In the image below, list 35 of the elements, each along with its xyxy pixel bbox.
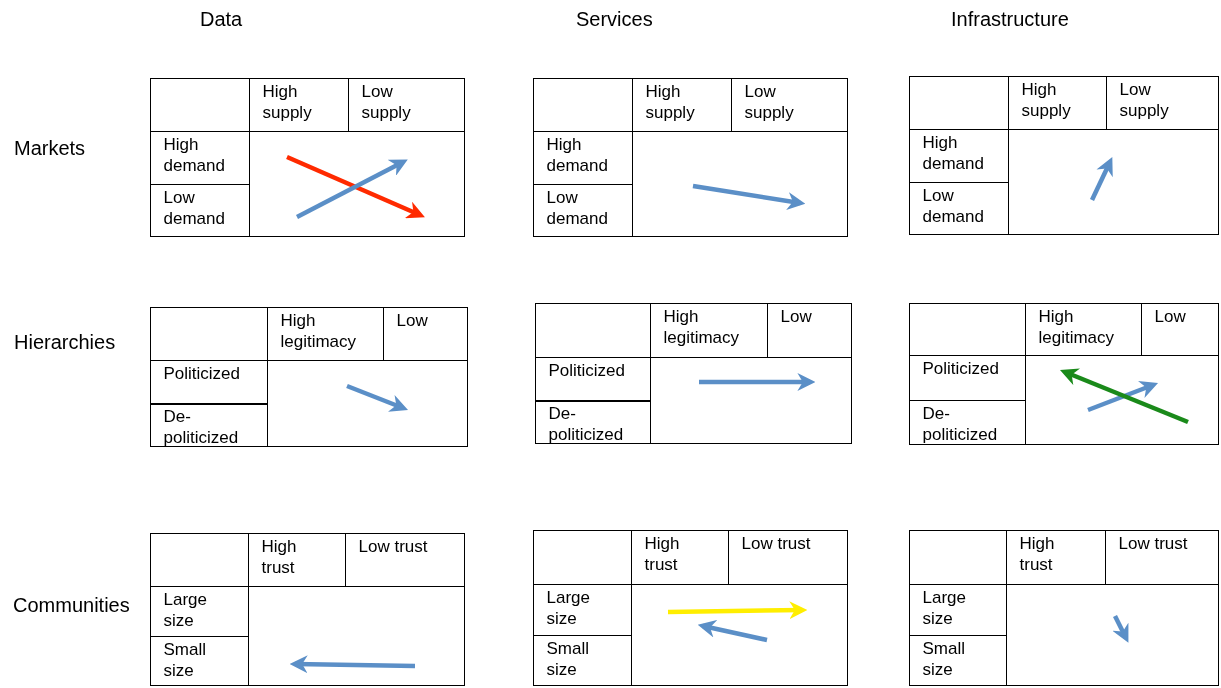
column-header: High trust bbox=[630, 529, 729, 585]
column-header: High legitimacy bbox=[266, 306, 384, 361]
row-header: Large size bbox=[908, 583, 1007, 636]
row-header: High demand bbox=[908, 128, 1009, 183]
column-header: High supply bbox=[1007, 75, 1107, 130]
matrix-table bbox=[909, 76, 1219, 235]
row-header: Large size bbox=[532, 583, 632, 636]
row-header: High demand bbox=[149, 130, 250, 185]
matrix-table bbox=[535, 303, 852, 444]
column-header: High trust bbox=[1005, 529, 1106, 585]
row-header: De- politicized bbox=[534, 400, 651, 444]
column-header: High legitimacy bbox=[1024, 302, 1142, 356]
row-header: Politicized bbox=[908, 354, 1026, 401]
column-header: High trust bbox=[247, 532, 346, 587]
column-header: High supply bbox=[248, 77, 349, 132]
row-header: High demand bbox=[532, 130, 633, 185]
row-header: Politicized bbox=[534, 356, 651, 402]
column-title: Data bbox=[200, 8, 243, 31]
matrix-table bbox=[150, 533, 465, 686]
row-header: De- politicized bbox=[149, 403, 268, 447]
matrix-table bbox=[533, 530, 848, 686]
matrix-table bbox=[150, 307, 468, 447]
column-header: High supply bbox=[631, 77, 732, 132]
matrix-table bbox=[909, 530, 1219, 686]
matrix-table bbox=[533, 78, 848, 237]
matrix-table bbox=[150, 78, 465, 237]
column-title: Services bbox=[576, 8, 653, 31]
row-title: Hierarchies bbox=[14, 331, 116, 354]
row-title: Markets bbox=[14, 137, 86, 160]
column-header: High legitimacy bbox=[649, 302, 768, 358]
column-title: Infrastructure bbox=[951, 8, 1069, 31]
row-header: Politicized bbox=[149, 359, 268, 405]
matrix-table bbox=[909, 303, 1219, 445]
row-title: Communities bbox=[13, 594, 130, 617]
row-header: Large size bbox=[149, 585, 249, 637]
